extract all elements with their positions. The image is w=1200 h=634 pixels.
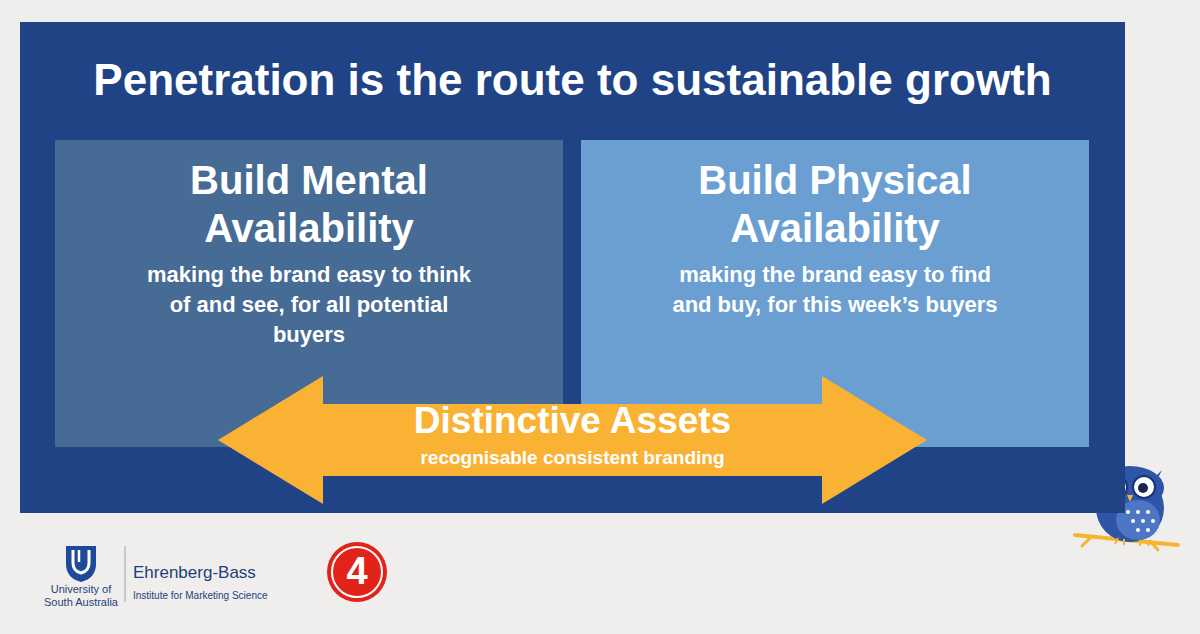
- node-body: making the brand easy to find and buy, f…: [670, 260, 1000, 320]
- node-heading: Build Mental Availability: [99, 156, 519, 252]
- institute-name: Ehrenberg-Bass: [133, 564, 293, 583]
- tv4-number: 4: [327, 549, 387, 595]
- distinctive-assets-arrow: Distinctive Assets recognisable consisten…: [218, 376, 927, 504]
- unisa-crest: [66, 546, 96, 582]
- title: Penetration is the route to sustainable …: [20, 56, 1125, 104]
- logo-divider: [125, 546, 126, 602]
- node-heading: Distinctive Assets: [414, 400, 731, 443]
- tv4-logo: [327, 542, 387, 602]
- node-heading: Build Physical Availability: [625, 156, 1045, 252]
- institute-subtitle: Institute for Marketing Science: [133, 590, 303, 601]
- node-body: making the brand easy to think of and se…: [144, 260, 474, 350]
- node-body: recognisable consistent branding: [420, 447, 724, 470]
- double-arrow-path: [218, 376, 927, 504]
- university-name: University of South Australia: [40, 583, 122, 608]
